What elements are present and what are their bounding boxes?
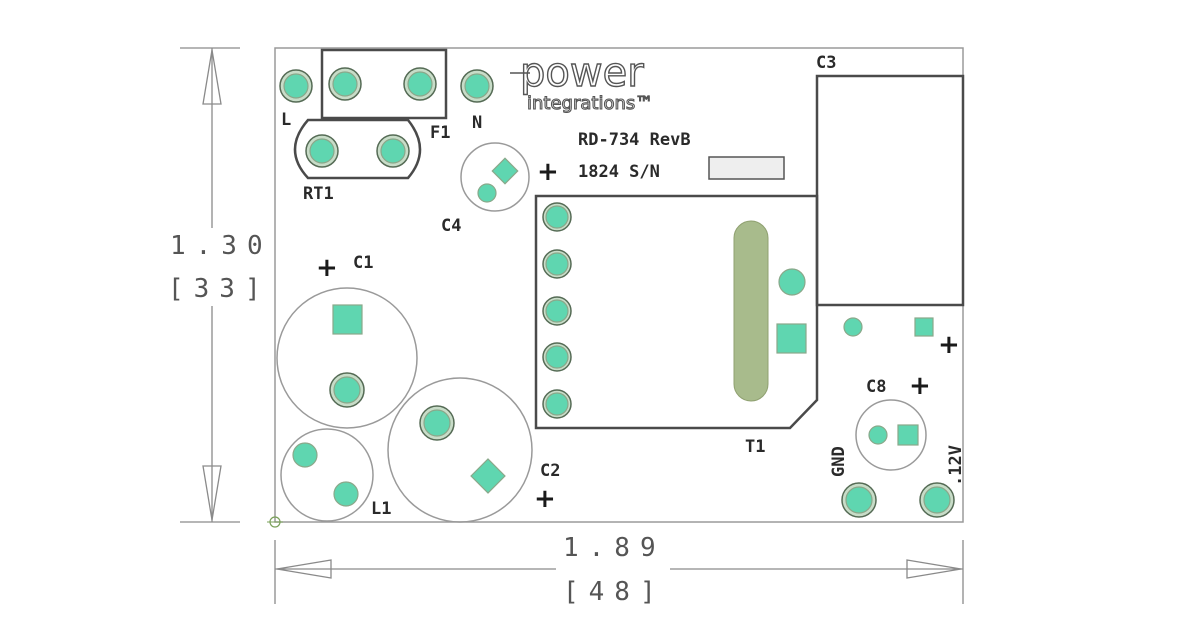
capacitor-c1-outline bbox=[276, 287, 418, 429]
l1-pad-2 bbox=[333, 481, 359, 507]
rt1-pad-2 bbox=[380, 138, 406, 164]
c2-pad-2 bbox=[470, 458, 506, 494]
ref-c2: C2 bbox=[540, 461, 560, 481]
inductor-l1-outline bbox=[280, 428, 374, 522]
height-dimension: 1.30 [33] bbox=[168, 47, 273, 523]
ref-c3: C3 bbox=[816, 53, 836, 73]
ref-c1: C1 bbox=[353, 253, 373, 273]
ref-l: L bbox=[281, 110, 291, 130]
l1-pad-1 bbox=[292, 442, 318, 468]
c8-pad-1 bbox=[868, 425, 888, 445]
width-dimension: 1.89 [48] bbox=[274, 533, 964, 607]
height-mm: [33] bbox=[168, 274, 271, 304]
ref-l1: L1 bbox=[371, 499, 391, 519]
ref-rt1: RT1 bbox=[303, 184, 334, 204]
c1-plus: + bbox=[316, 253, 338, 283]
l-terminal-pad bbox=[283, 73, 309, 99]
c2-plus: + bbox=[534, 484, 556, 514]
power-integrations-logo: power integrations™ bbox=[510, 49, 654, 115]
c3-pad-1 bbox=[843, 317, 863, 337]
c3-plus: + bbox=[938, 330, 960, 360]
f1-pad-1 bbox=[332, 71, 358, 97]
thermistor-rt1-outline bbox=[293, 118, 422, 180]
c4-pad-2 bbox=[491, 157, 519, 185]
capacitor-c2-outline bbox=[387, 377, 533, 523]
ref-f1: F1 bbox=[430, 123, 450, 143]
logo-integrations: integrations™ bbox=[527, 93, 653, 114]
capacitor-c8-outline bbox=[855, 399, 927, 471]
f1-pad-2 bbox=[407, 71, 433, 97]
serial-number-box bbox=[708, 156, 785, 180]
ref-n: N bbox=[472, 113, 482, 133]
fuse-f1-outline bbox=[320, 48, 448, 120]
capacitor-c3-outline bbox=[815, 74, 965, 307]
c1-pad-1 bbox=[332, 304, 363, 335]
c1-pad-2 bbox=[333, 376, 361, 404]
ref-t1: T1 bbox=[745, 437, 765, 457]
transformer-t1-outline bbox=[534, 194, 819, 430]
ref-c8: C8 bbox=[866, 377, 886, 397]
n-terminal-pad bbox=[464, 73, 490, 99]
board-serial-label: 1824 S/N bbox=[578, 162, 660, 182]
ref-c4: C4 bbox=[441, 216, 461, 236]
c4-pad-1 bbox=[477, 183, 497, 203]
c8-plus: + bbox=[909, 371, 931, 401]
t1-core-slot bbox=[733, 220, 769, 402]
capacitor-c4-outline bbox=[460, 142, 530, 212]
t1-primary-pads bbox=[542, 202, 572, 419]
ref-gnd: GND bbox=[829, 446, 849, 477]
c3-pad-2 bbox=[914, 317, 934, 337]
t1-secondary-pad-1 bbox=[778, 268, 806, 296]
v12-terminal-pad bbox=[923, 486, 951, 514]
c8-pad-2 bbox=[897, 424, 919, 446]
c2-pad-1 bbox=[423, 409, 451, 437]
board-model: RD-734 RevB bbox=[578, 130, 691, 150]
t1-secondary-pad-2 bbox=[776, 323, 807, 354]
rt1-pad-1 bbox=[309, 138, 335, 164]
height-inches: 1.30 bbox=[170, 231, 273, 261]
gnd-terminal-pad bbox=[845, 486, 873, 514]
c4-plus: + bbox=[537, 157, 559, 187]
logo-power: power bbox=[520, 50, 644, 96]
width-inches: 1.89 bbox=[563, 533, 666, 563]
ref-12v: .12V bbox=[946, 445, 966, 486]
width-mm: [48] bbox=[563, 577, 666, 607]
